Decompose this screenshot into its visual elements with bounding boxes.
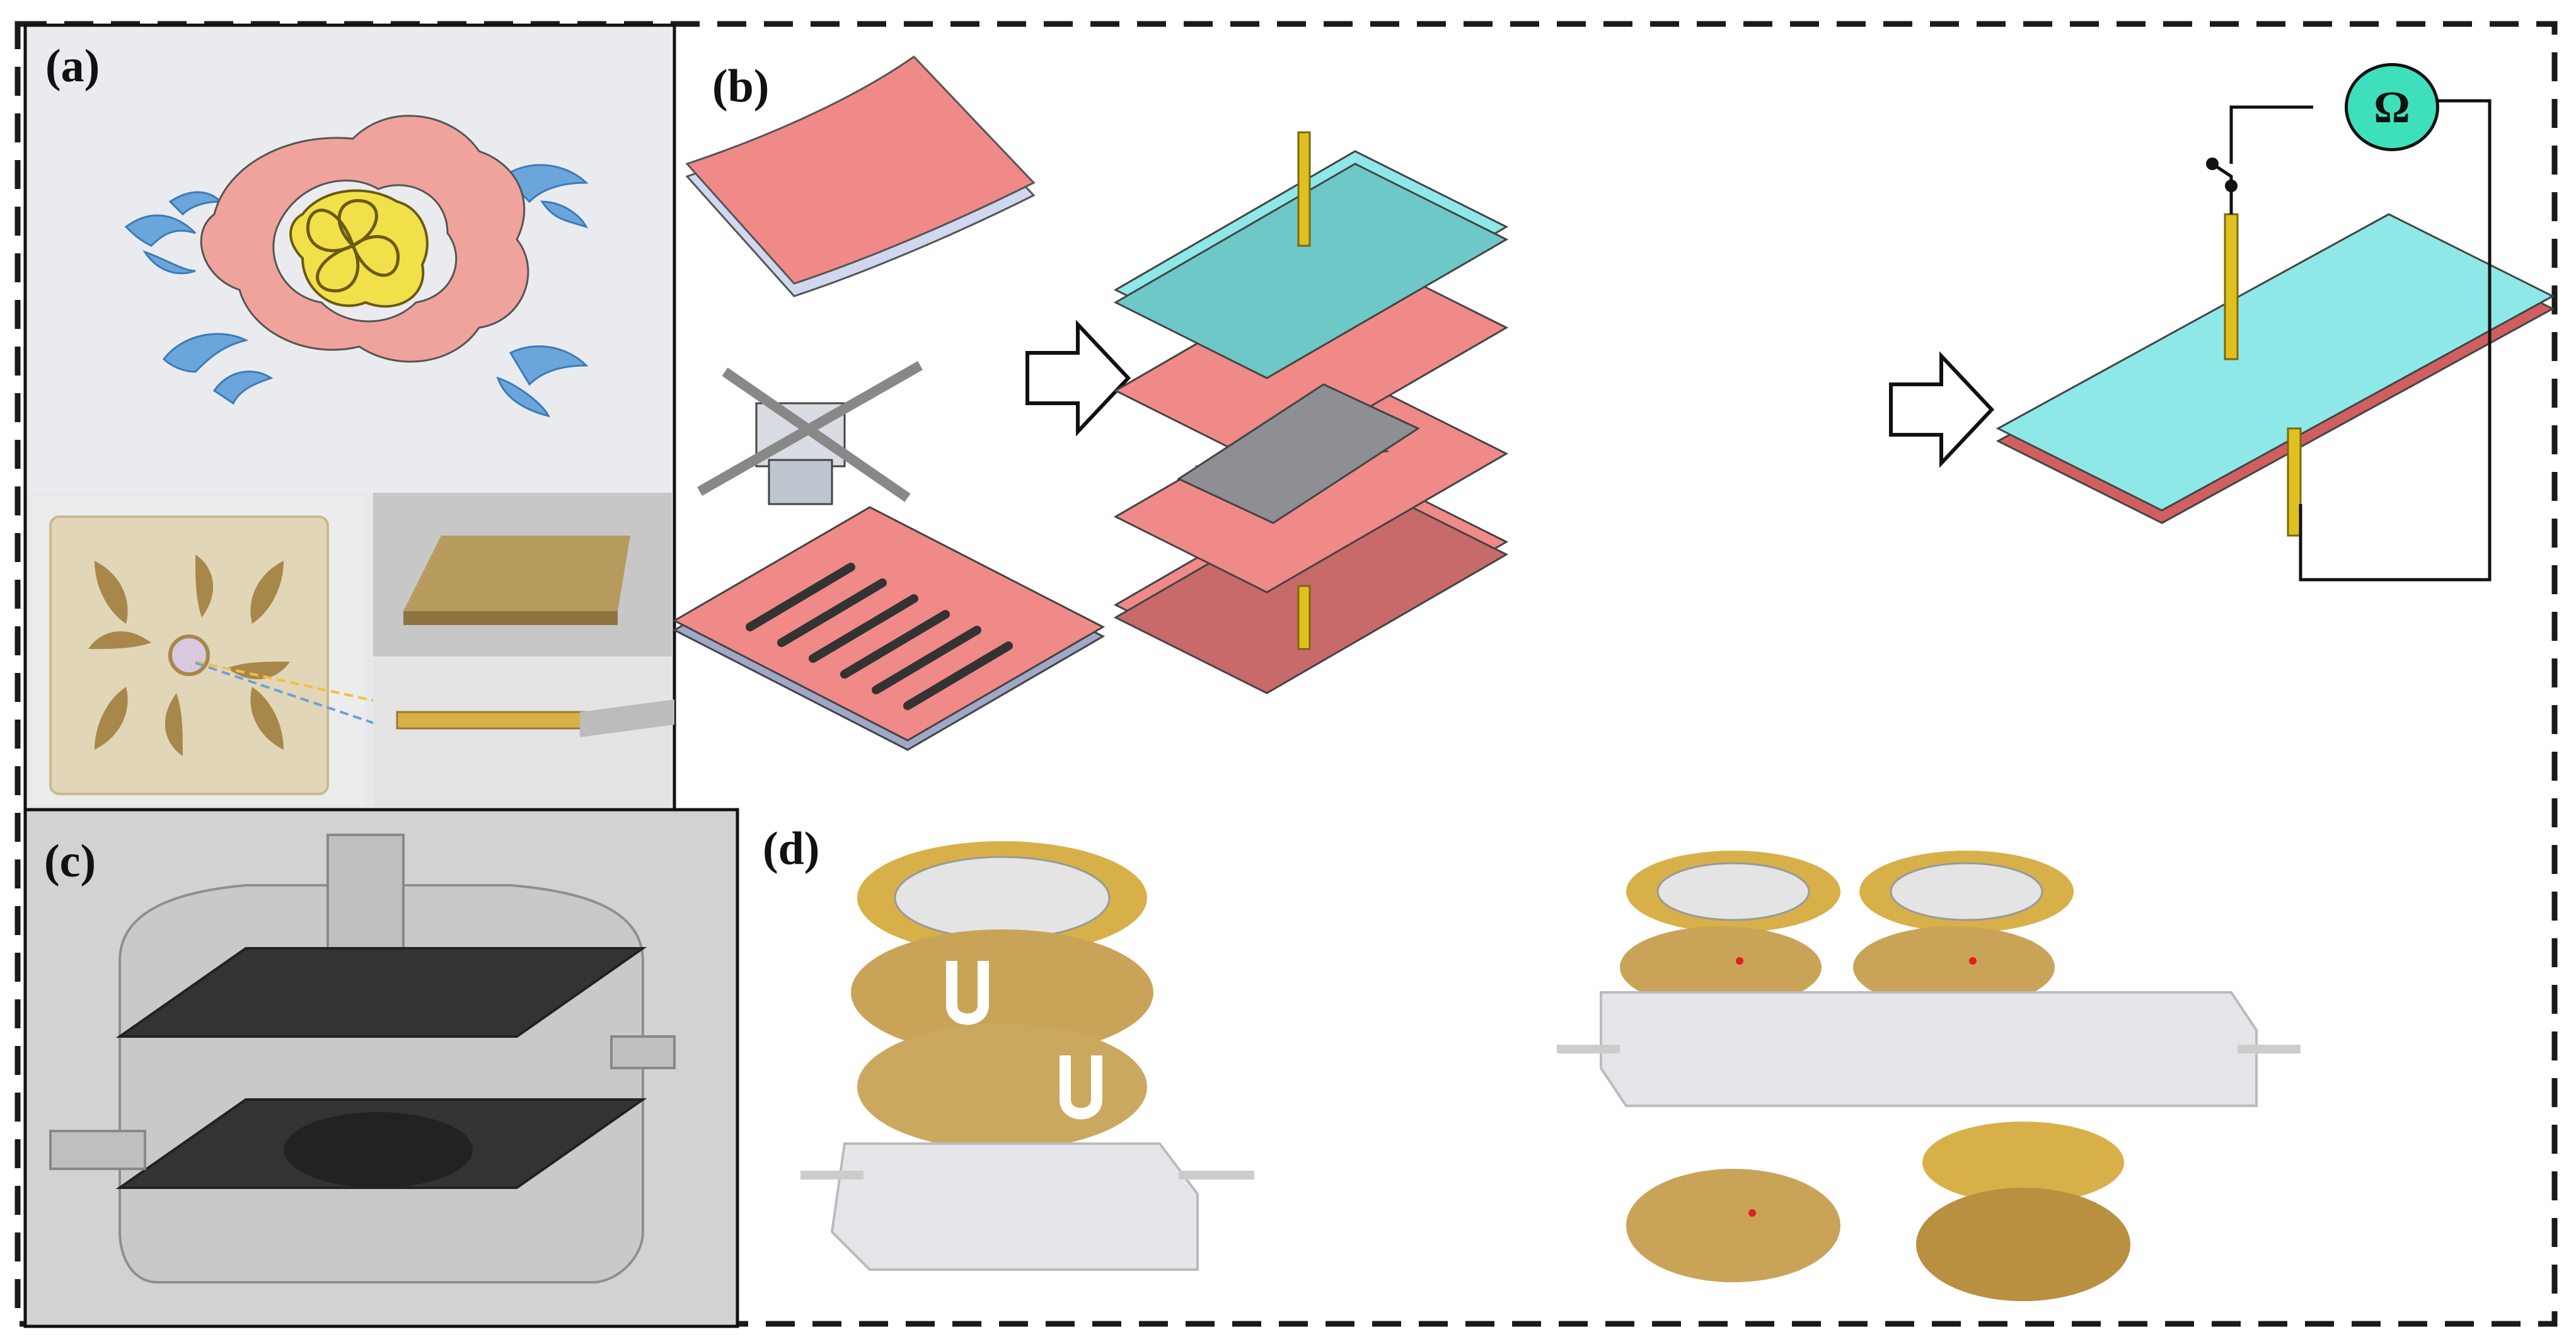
bilayer-sheet <box>685 55 1036 297</box>
panel-d: (d) <box>737 810 2559 1326</box>
ohmmeter-icon: Ω <box>2345 63 2439 151</box>
floral-pattern-illustration <box>124 115 589 418</box>
arrow-right-icon <box>1025 319 1131 437</box>
cutting-tool <box>697 361 923 505</box>
panel-label-a: (a) <box>45 40 100 92</box>
arrow-right-icon-2 <box>1889 351 1995 468</box>
panel-a: (a) <box>23 23 676 812</box>
panel-label-d: (d) <box>763 823 820 875</box>
photo-square-sample <box>32 497 398 805</box>
photo-block-sample <box>373 493 674 807</box>
figure: (a) <box>13 13 2563 1331</box>
ohm-symbol: Ω <box>2374 81 2410 132</box>
panel-label-b: (b) <box>712 60 770 112</box>
transparent-chamber-model <box>49 834 676 1284</box>
assembled-device <box>1996 99 2555 582</box>
single-chamber-assembly <box>800 841 1254 1271</box>
multi-chamber-assembly <box>1557 851 2301 1301</box>
panel-label-c: (c) <box>44 836 96 887</box>
exploded-layer-stack <box>1113 131 1509 694</box>
outer-dashed-border <box>14 21 2558 1327</box>
panel-b: Ω (b) <box>672 25 2559 810</box>
panel-c: (c) <box>23 808 739 1328</box>
grooved-sheet <box>672 506 1106 751</box>
